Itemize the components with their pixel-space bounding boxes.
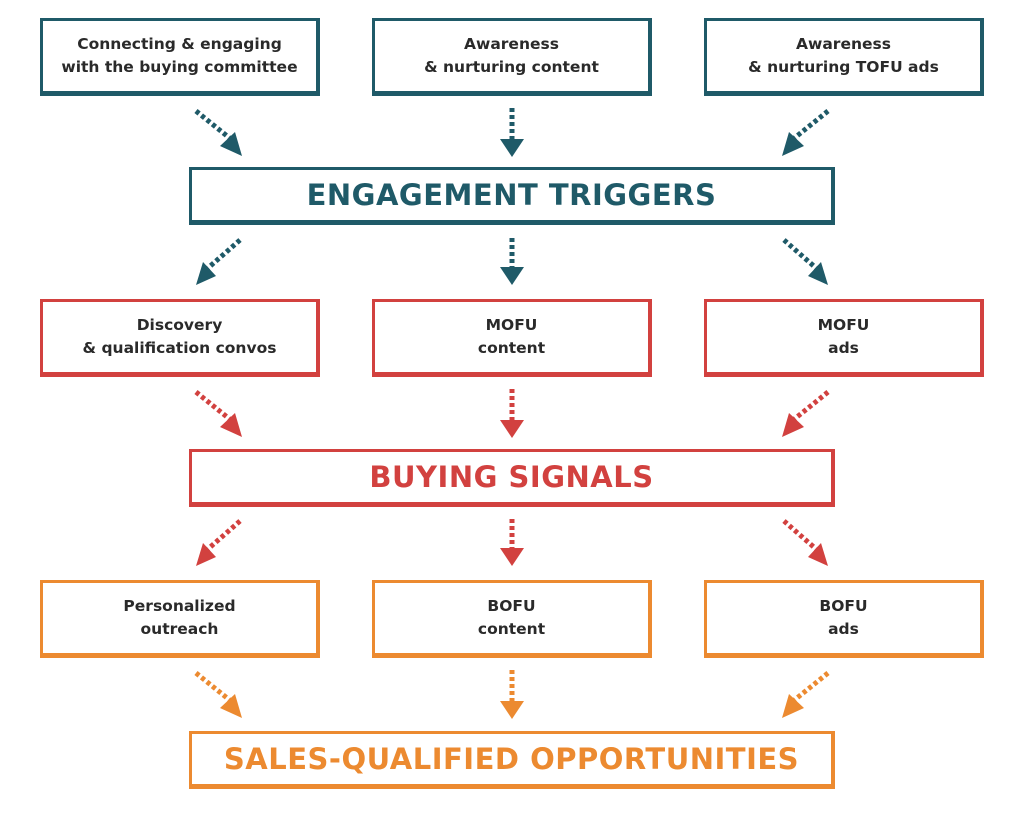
dotted-arrow <box>782 671 830 718</box>
dotted-arrow <box>500 519 524 566</box>
stage-label: ENGAGEMENT TRIGGERS <box>306 178 717 212</box>
dotted-arrow <box>196 519 242 566</box>
tier3-box-label: BOFU content <box>477 597 546 638</box>
dotted-arrow <box>782 390 830 437</box>
tier2-box-label: MOFU content <box>477 316 546 357</box>
dotted-arrow <box>782 109 830 156</box>
tier1-box-label: Awareness & nurturing TOFU ads <box>748 35 939 76</box>
tier1-box-label: Awareness & nurturing content <box>424 35 599 76</box>
tier2-box-label: MOFU ads <box>817 316 870 357</box>
tier1-box-awareness-ads: Awareness & nurturing TOFU ads <box>704 18 984 96</box>
stage-sales-qualified-opportunities: SALES-QUALIFIED OPPORTUNITIES <box>189 731 835 789</box>
dotted-arrow <box>500 389 524 438</box>
tier1-box-buying-committee: Connecting & engaging with the buying co… <box>40 18 320 96</box>
stage-engagement-triggers: ENGAGEMENT TRIGGERS <box>189 167 835 225</box>
tier3-box-personalized-outreach: Personalized outreach <box>40 580 320 658</box>
stage-buying-signals: BUYING SIGNALS <box>189 449 835 507</box>
dotted-arrow <box>194 109 242 156</box>
dotted-arrow <box>500 238 524 285</box>
dotted-arrow <box>500 108 524 157</box>
tier1-box-awareness-content: Awareness & nurturing content <box>372 18 652 96</box>
arrow-group-tier3-in <box>194 670 830 719</box>
tier3-box-label: BOFU ads <box>819 597 868 638</box>
dotted-arrow <box>782 238 828 285</box>
dotted-arrow <box>194 671 242 718</box>
tier2-box-label: Discovery & qualification convos <box>82 316 277 357</box>
arrow-group-tier1-out <box>196 238 828 285</box>
dotted-arrow <box>196 238 242 285</box>
tier2-box-mofu-content: MOFU content <box>372 299 652 377</box>
arrow-group-tier2-out <box>196 519 828 566</box>
tier2-box-mofu-ads: MOFU ads <box>704 299 984 377</box>
arrow-group-tier2-in <box>194 389 830 438</box>
tier1-box-label: Connecting & engaging with the buying co… <box>61 35 298 76</box>
dotted-arrow <box>782 519 828 566</box>
stage-label: BUYING SIGNALS <box>369 460 654 494</box>
tier3-box-label: Personalized outreach <box>123 597 236 638</box>
stage-label: SALES-QUALIFIED OPPORTUNITIES <box>223 742 800 776</box>
tier3-box-bofu-ads: BOFU ads <box>704 580 984 658</box>
arrow-group-tier1-in <box>194 108 830 157</box>
dotted-arrow <box>194 390 242 437</box>
tier2-box-discovery: Discovery & qualification convos <box>40 299 320 377</box>
dotted-arrow <box>500 670 524 719</box>
tier3-box-bofu-content: BOFU content <box>372 580 652 658</box>
